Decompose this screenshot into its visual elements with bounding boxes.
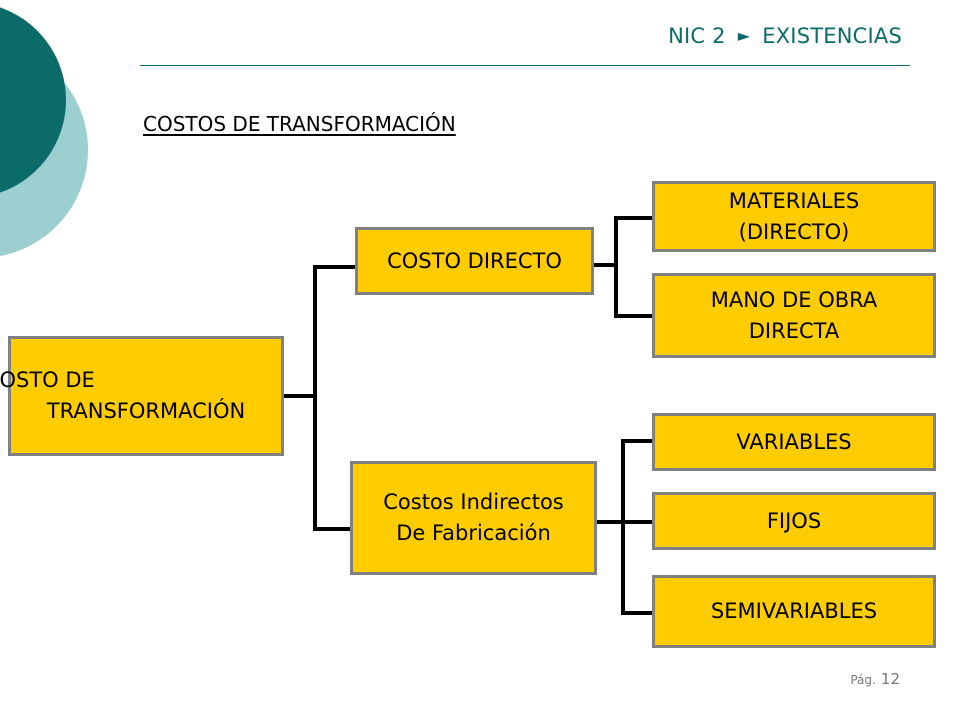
- box-fijos: FIJOS: [652, 492, 936, 550]
- section-title: COSTOS DE TRANSFORMACIÓN: [143, 112, 456, 136]
- box-mano-obra-line2: DIRECTA: [748, 318, 840, 343]
- box-mano-obra-line1: MANO DE OBRA: [710, 287, 878, 312]
- box-root-line1: COSTO DE: [0, 368, 95, 392]
- header-divider: [140, 65, 910, 66]
- box-indirectos-line1: Costos Indirectos: [383, 490, 564, 514]
- box-materiales-line2: (DIRECTO): [738, 219, 850, 244]
- box-costos-indirectos: Costos Indirectos De Fabricación: [350, 461, 597, 575]
- box-semivariables-label: SEMIVARIABLES: [710, 599, 878, 623]
- header-nic: NIC 2: [668, 24, 726, 48]
- bracket-indirectos: [621, 439, 654, 615]
- corner-decoration: [0, 7, 88, 257]
- box-root-line2: TRANSFORMACIÓN: [46, 399, 246, 423]
- box-costo-directo-label: COSTO DIRECTO: [387, 248, 562, 273]
- box-indirectos-line2: De Fabricación: [396, 521, 551, 545]
- page-label: Pág.: [850, 673, 876, 687]
- box-fijos-label: FIJOS: [766, 508, 822, 533]
- dark-teal-circle: [0, 7, 66, 193]
- box-semivariables: SEMIVARIABLES: [652, 575, 936, 648]
- header-topic: EXISTENCIAS: [762, 24, 902, 48]
- arrow-icon: ►: [737, 26, 751, 45]
- box-costo-transformacion: COSTO DE TRANSFORMACIÓN: [0, 336, 284, 456]
- page-number: Pág. 12: [850, 669, 900, 688]
- box-variables: VARIABLES: [652, 413, 936, 471]
- bracket-directo: [614, 216, 654, 318]
- header-title: NIC 2 ► EXISTENCIAS: [668, 24, 902, 48]
- box-variables-label: VARIABLES: [736, 429, 852, 454]
- page-value: 12: [880, 670, 900, 688]
- box-mano-obra: MANO DE OBRA DIRECTA: [652, 273, 936, 358]
- bracket-main: [313, 265, 355, 531]
- box-costo-directo: COSTO DIRECTO: [355, 227, 594, 295]
- box-materiales: MATERIALES (DIRECTO): [652, 181, 936, 252]
- box-materiales-line1: MATERIALES: [728, 188, 860, 213]
